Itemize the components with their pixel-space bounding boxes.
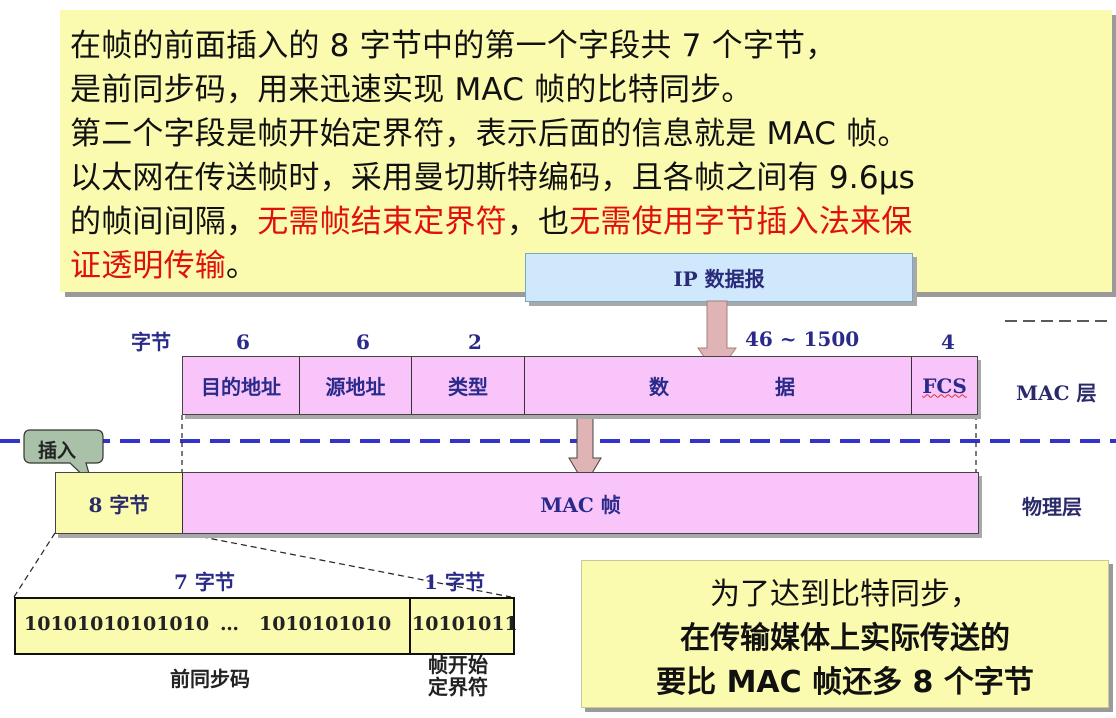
field-source-address: 源地址 bbox=[300, 357, 412, 414]
note-line-6: 证透明传输。 bbox=[70, 240, 257, 285]
mac-frame-label: MAC 帧 bbox=[540, 492, 621, 517]
mac-layer-label: MAC 层 bbox=[1016, 381, 1097, 405]
preamble-bytes-label: 7 字节 bbox=[174, 570, 235, 594]
sfd-bytes-label: 1 字节 bbox=[424, 570, 485, 594]
field-dest-address: 目的地址 bbox=[183, 357, 300, 414]
field-data: 数 据 bbox=[525, 357, 912, 414]
note-line-5-c: ，也 bbox=[506, 204, 570, 240]
field-data-char-1: 数 bbox=[649, 375, 669, 399]
size-data: 46 ~ 1500 bbox=[745, 327, 860, 351]
sfd-label-line-1: 帧开始 bbox=[428, 653, 488, 677]
mac-down-arrow bbox=[568, 413, 602, 486]
expand-right bbox=[181, 532, 512, 598]
sfd-label: 帧开始 定界符 bbox=[428, 654, 488, 698]
note-line-5-a: 的帧间间隔， bbox=[70, 204, 258, 240]
eight-bytes-label: 8 字节 bbox=[88, 492, 150, 517]
size-src: 6 bbox=[356, 330, 370, 354]
ip-datagram-label: IP 数据报 bbox=[673, 267, 765, 291]
note-line-1: 在帧的前面插入的 8 字节中的第一个字段共 7 个字节， bbox=[70, 28, 837, 64]
bits-preamble-end: 1010101010 bbox=[259, 613, 392, 635]
size-fcs: 4 bbox=[941, 330, 955, 354]
summary-line-1: 为了达到比特同步， bbox=[710, 577, 980, 612]
ip-datagram-box: IP 数据报 bbox=[525, 253, 913, 302]
note-line-2: 是前同步码，用来迅速实现 MAC 帧的比特同步。 bbox=[70, 72, 753, 108]
top-note-box: 在帧的前面插入的 8 字节中的第一个字段共 7 个字节， 是前同步码，用来迅速实… bbox=[60, 10, 1112, 292]
note-line-5: 的帧间间隔，无需帧结束定界符，也无需使用字节插入法来保 bbox=[70, 196, 912, 241]
bit-sequence-box: 10101010101010 … 1010101010 10101011 bbox=[14, 597, 518, 655]
field-data-char-2: 据 bbox=[775, 375, 795, 399]
bits-ellipsis: … bbox=[220, 613, 239, 635]
note-line-4: 以太网在传送帧时，采用曼切斯特编码，且各帧之间有 9.6μs bbox=[70, 160, 916, 196]
note-emphasis-no-byte-stuffing: 无需使用字节插入法来保 bbox=[569, 204, 913, 240]
mac-frame-fields: 目的地址 源地址 类型 数 据 FCS bbox=[182, 356, 978, 415]
bits-divider bbox=[409, 599, 411, 653]
insert-callout-label: 插入 bbox=[38, 440, 77, 462]
byte-unit-label: 字节 bbox=[131, 330, 171, 354]
note-emphasis-transparent: 证透明传输 bbox=[70, 248, 226, 284]
summary-line-2: 在传输媒体上实际传送的 bbox=[680, 621, 1010, 656]
note-line-6-b: 。 bbox=[226, 248, 258, 284]
field-type: 类型 bbox=[412, 357, 525, 414]
eight-byte-header: 8 字节 bbox=[56, 473, 183, 533]
bits-preamble-start: 10101010101010 bbox=[24, 613, 210, 635]
bits-sfd: 10101011 bbox=[412, 613, 518, 635]
summary-box: 为了达到比特同步， 在传输媒体上实际传送的 要比 MAC 帧还多 8 个字节 bbox=[581, 560, 1109, 708]
expand-left bbox=[13, 532, 56, 598]
preamble-label: 前同步码 bbox=[170, 667, 250, 691]
size-type: 2 bbox=[468, 330, 482, 354]
note-emphasis-no-end-delimiter: 无需帧结束定界符 bbox=[257, 204, 507, 240]
mac-frame-body: MAC 帧 bbox=[183, 473, 978, 533]
size-dest: 6 bbox=[236, 330, 250, 354]
sfd-label-line-2: 定界符 bbox=[428, 675, 488, 699]
note-line-3: 第二个字段是帧开始定界符，表示后面的信息就是 MAC 帧。 bbox=[70, 116, 909, 152]
physical-layer-label: 物理层 bbox=[1022, 495, 1082, 519]
physical-frame: 8 字节 MAC 帧 bbox=[55, 472, 979, 534]
field-fcs: FCS bbox=[922, 373, 967, 398]
summary-line-3: 要比 MAC 帧还多 8 个字节 bbox=[656, 665, 1034, 700]
